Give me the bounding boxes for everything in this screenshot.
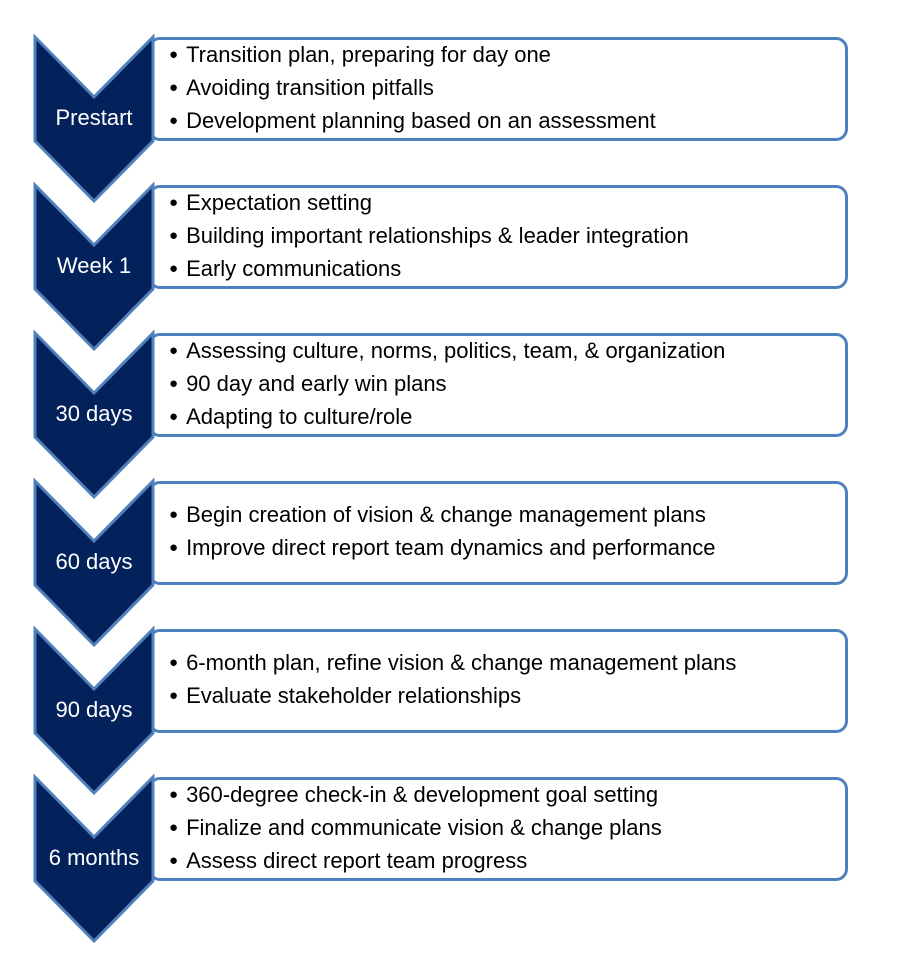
stage-label: Prestart bbox=[55, 105, 133, 130]
stage-bullet-item: 6-month plan, refine vision & change man… bbox=[169, 648, 845, 681]
chevron-arrow-icon bbox=[33, 625, 155, 796]
stage-details-box: Transition plan, preparing for day oneAv… bbox=[148, 37, 848, 141]
stage-label: 6 months bbox=[48, 845, 140, 870]
stage-bullet-item: Building important relationships & leade… bbox=[169, 221, 845, 254]
stage-row: Transition plan, preparing for day oneAv… bbox=[0, 33, 904, 205]
stage-bullet-item: Early communications bbox=[169, 254, 845, 287]
stage-details-box: 6-month plan, refine vision & change man… bbox=[148, 629, 848, 733]
stage-row: 360-degree check-in & development goal s… bbox=[0, 773, 904, 945]
stage-bullet-item: Begin creation of vision & change manage… bbox=[169, 500, 845, 533]
stage-bullet-item: Assess direct report team progress bbox=[169, 846, 845, 879]
chevron-arrow-icon bbox=[33, 477, 155, 648]
stage-bullet-item: Adapting to culture/role bbox=[169, 402, 845, 435]
stage-bullet-item: Development planning based on an assessm… bbox=[169, 106, 845, 139]
chevron-arrow-icon bbox=[33, 329, 155, 500]
stage-label: Week 1 bbox=[56, 253, 132, 278]
stage-row: Assessing culture, norms, politics, team… bbox=[0, 329, 904, 501]
chevron-arrow-icon bbox=[33, 773, 155, 944]
stage-bullet-item: 360-degree check-in & development goal s… bbox=[169, 780, 845, 813]
stage-label: 60 days bbox=[55, 549, 133, 574]
stage-bullet-item: Avoiding transition pitfalls bbox=[169, 73, 845, 106]
chevron-arrow-icon bbox=[33, 181, 155, 352]
stage-bullet-item: Evaluate stakeholder relationships bbox=[169, 681, 845, 714]
stage-bullet-item: Expectation setting bbox=[169, 188, 845, 221]
stage-row: 6-month plan, refine vision & change man… bbox=[0, 625, 904, 797]
stage-label: 90 days bbox=[55, 697, 133, 722]
stage-bullet-item: Finalize and communicate vision & change… bbox=[169, 813, 845, 846]
chevron-arrow-icon bbox=[33, 33, 155, 204]
stage-bullet-item: Assessing culture, norms, politics, team… bbox=[169, 336, 845, 369]
stage-row: Begin creation of vision & change manage… bbox=[0, 477, 904, 649]
stage-details-box: Expectation settingBuilding important re… bbox=[148, 185, 848, 289]
stage-label: 30 days bbox=[55, 401, 133, 426]
stage-bullet-item: Improve direct report team dynamics and … bbox=[169, 533, 845, 566]
stage-details-box: 360-degree check-in & development goal s… bbox=[148, 777, 848, 881]
stage-bullet-item: 90 day and early win plans bbox=[169, 369, 845, 402]
stage-row: Expectation settingBuilding important re… bbox=[0, 181, 904, 353]
stage-bullet-item: Transition plan, preparing for day one bbox=[169, 40, 845, 73]
stage-details-box: Assessing culture, norms, politics, team… bbox=[148, 333, 848, 437]
stage-details-box: Begin creation of vision & change manage… bbox=[148, 481, 848, 585]
